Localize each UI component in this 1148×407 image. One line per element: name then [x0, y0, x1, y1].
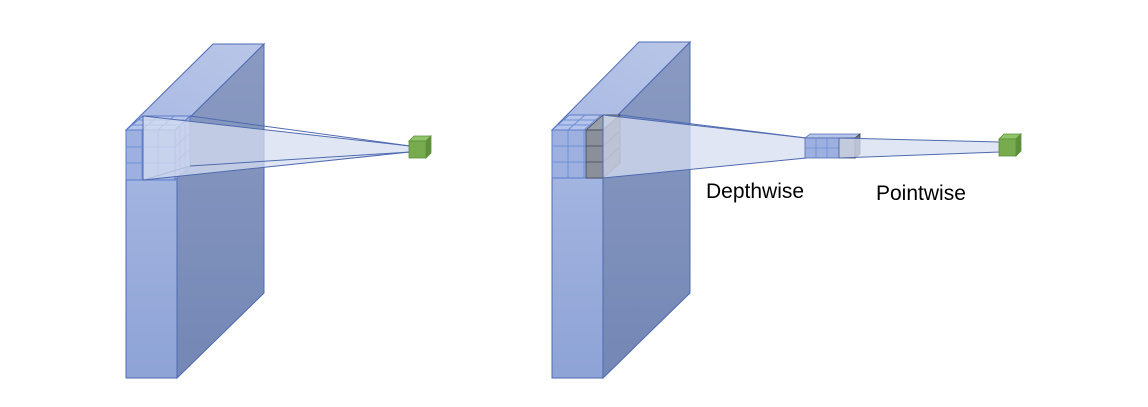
depthwise-separable-block — [550, 40, 1022, 380]
depthwise-label: Depthwise — [706, 180, 805, 203]
output-pixel-cube — [998, 133, 1022, 157]
output-pixel-cube — [408, 135, 432, 159]
projection-cone — [142, 115, 411, 181]
pointwise-label: Pointwise — [876, 182, 966, 205]
pointwise-projection-cone — [838, 137, 1001, 159]
standard-convolution-block — [124, 42, 432, 380]
depthwise-projection-cone — [602, 114, 807, 179]
